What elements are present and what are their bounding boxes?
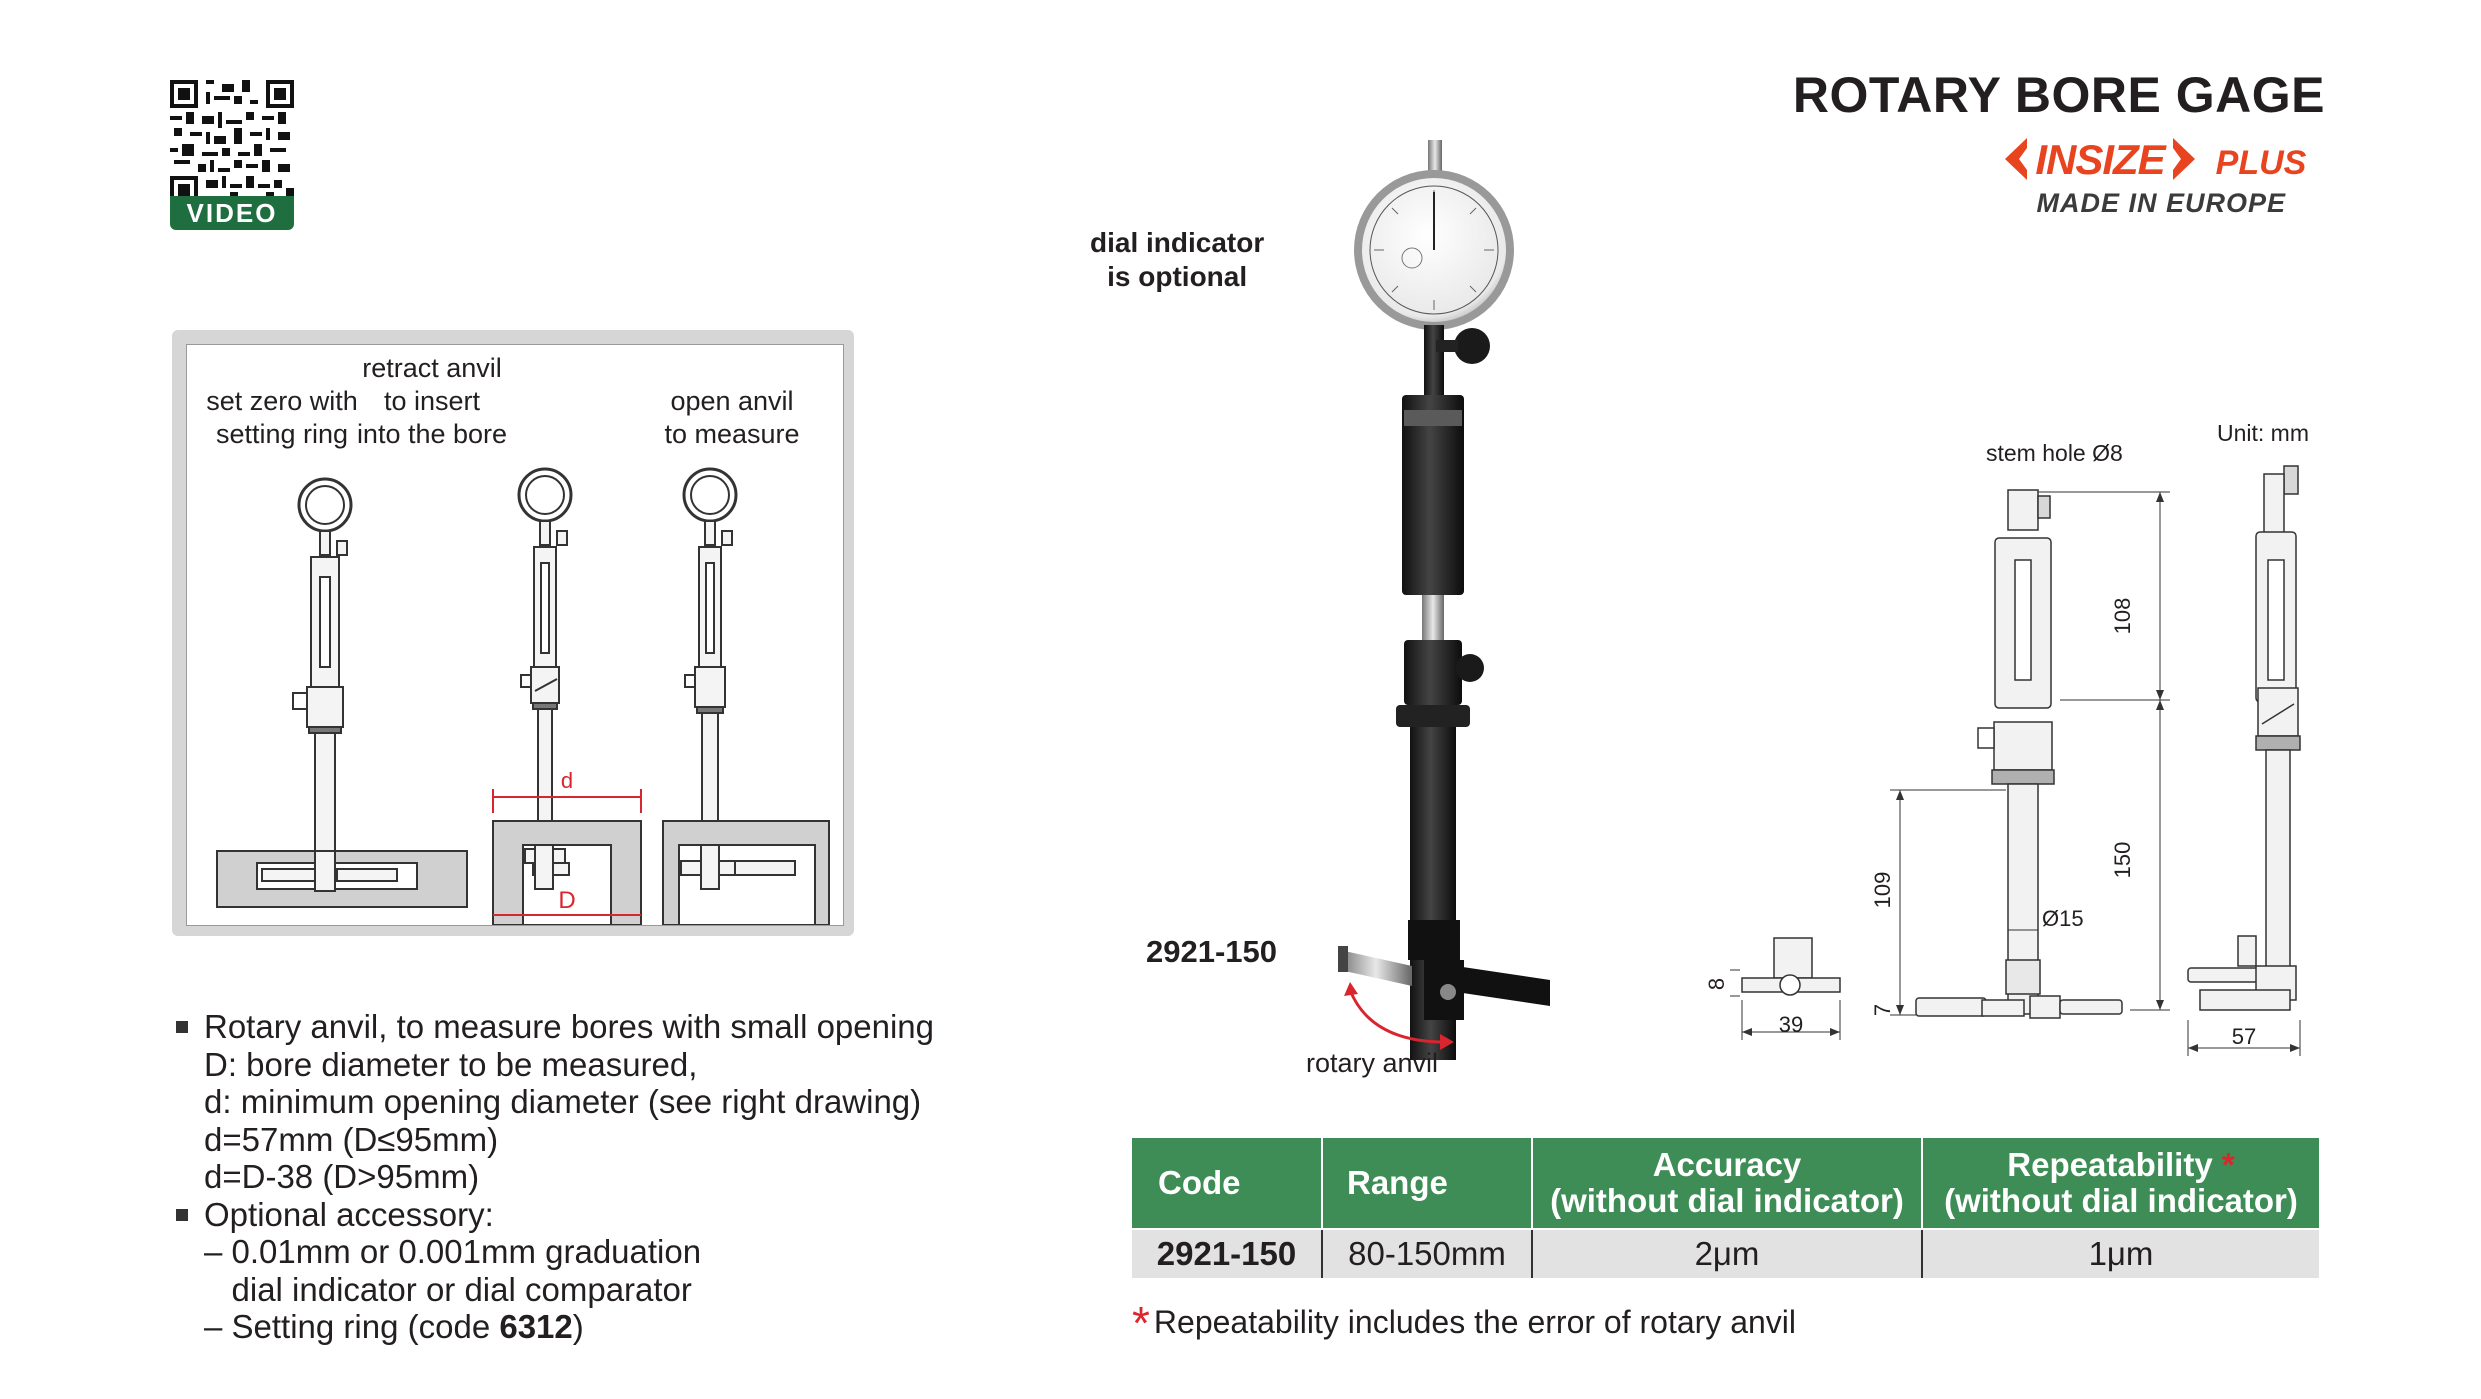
dim-8: 8 (1704, 978, 1729, 990)
bore-diameter-mark: D (558, 887, 575, 914)
stem-hole-label: stem hole Ø8 (1986, 440, 2123, 466)
rotation-arrow-icon (1344, 982, 1454, 1050)
cell-repeatability: 1μm (1922, 1228, 2319, 1278)
product-photo (1338, 140, 1550, 1060)
spec-table: Code Range Accuracy (without dial indica… (1132, 1138, 2319, 1278)
list-item: Optional accessory: (176, 1196, 934, 1234)
dim-108: 108 (2110, 598, 2135, 635)
gauge-setting-ring (216, 477, 468, 908)
dim-7: 7 (1870, 1004, 1895, 1016)
dim-109: 109 (1870, 872, 1895, 909)
cell-code: 2921-150 (1132, 1228, 1323, 1278)
qr-code-pattern (170, 80, 294, 204)
list-item: – 0.01mm or 0.001mm graduation (204, 1233, 702, 1270)
header-repeatability: Repeatability * (without dial indicator) (1922, 1138, 2319, 1229)
bullet-icon (176, 1021, 188, 1033)
brand-suffix: PLUS (2216, 144, 2307, 182)
list-item: Rotary anvil, to measure bores with smal… (176, 1008, 934, 1046)
made-in-label: MADE IN EUROPE (2036, 188, 2286, 218)
setting-ring-code: 6312 (499, 1308, 573, 1345)
footnote-star: * (1132, 1297, 1150, 1349)
gauge-retract (492, 467, 642, 925)
feature-list: Rotary anvil, to measure bores with smal… (176, 1008, 934, 1346)
brand-name: INSIZE (2035, 136, 2167, 183)
table-row: 2921-150 80-150mm 2μm 1μm (1132, 1228, 2319, 1278)
rotary-anvil-label: rotary anvil (1306, 1048, 1439, 1078)
dim-39: 39 (1779, 1012, 1803, 1037)
usage-drawings: d D (216, 467, 830, 925)
header-range: Range (1322, 1138, 1533, 1229)
technical-drawing: 108 150 109 7 8 Ø15 39 57 (1704, 465, 2301, 1056)
gauge-open (662, 467, 830, 925)
list-item: d=D-38 (D>95mm) (204, 1158, 480, 1195)
footnote: *Repeatability includes the error of rot… (1132, 1297, 1796, 1349)
qr-code[interactable]: VIDEO (170, 80, 294, 230)
list-item: d: minimum opening diameter (see right d… (204, 1083, 922, 1120)
brand-logo: INSIZE PLUS (2005, 134, 2325, 184)
photo-product-code: 2921-150 (1146, 934, 1278, 969)
list-item: dial indicator or dial comparator (204, 1270, 692, 1308)
dim-150: 150 (2110, 842, 2135, 879)
list-item: D: bore diameter to be measured, (204, 1045, 698, 1083)
header-accuracy: Accuracy (without dial indicator) (1532, 1138, 1923, 1229)
list-item: d=57mm (D≤95mm) (204, 1120, 499, 1158)
header-code: Code (1132, 1138, 1323, 1229)
dim-diameter-15: Ø15 (2042, 906, 2084, 931)
bullet-icon (176, 1208, 188, 1221)
table-header-row: Code Range Accuracy (without dial indica… (1132, 1138, 2319, 1229)
list-item: – Setting ring (code 6312) (204, 1308, 584, 1345)
video-label: VIDEO (170, 196, 294, 230)
cell-range: 80-150mm (1322, 1228, 1533, 1278)
opening-diameter-mark: d (561, 768, 573, 793)
page-title: ROTARY BORE GAGE (1792, 67, 2325, 123)
cell-accuracy: 2μm (1532, 1228, 1923, 1278)
dim-57: 57 (2232, 1024, 2256, 1049)
unit-label: Unit: mm (2217, 420, 2309, 446)
